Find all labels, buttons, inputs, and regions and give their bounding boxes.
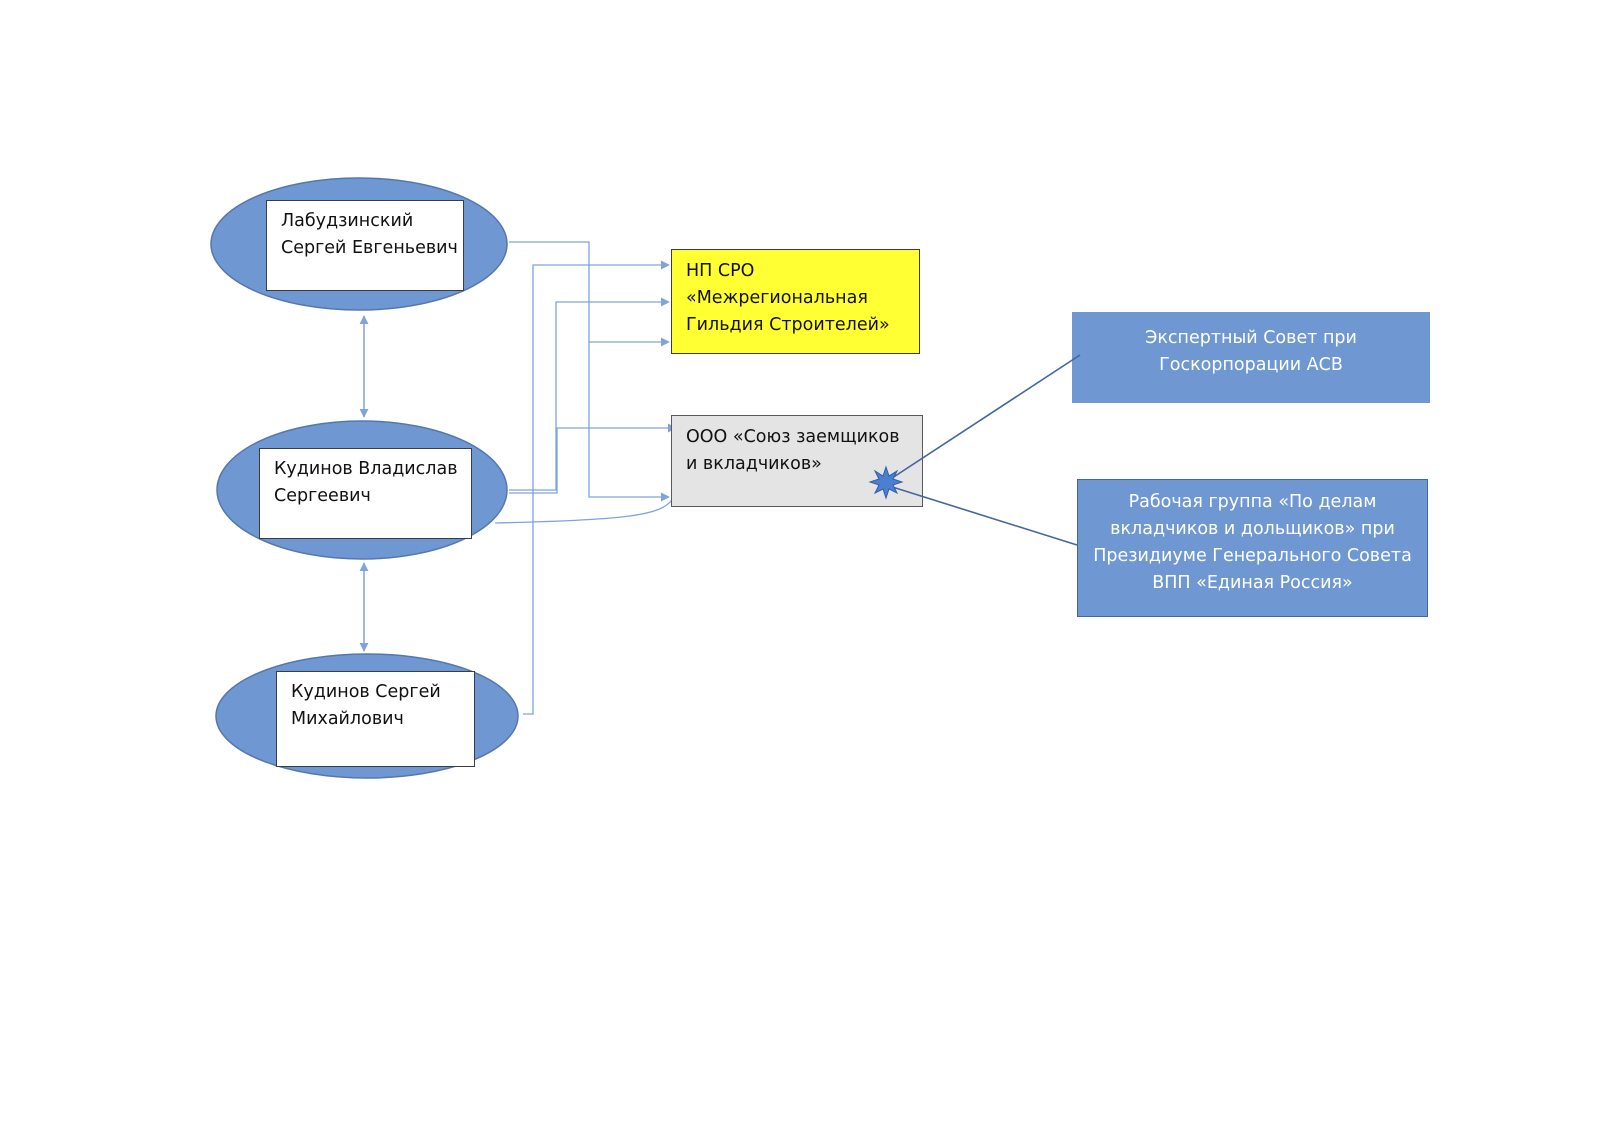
- council-expert-line1: Экспертный Совет при: [1145, 328, 1357, 348]
- person-kudinov-s-line1: Кудинов Сергей: [291, 682, 441, 702]
- org-np-sro-line1: НП СРО: [686, 261, 755, 281]
- council-working-group: Рабочая группа «По делам вкладчиков и до…: [1077, 479, 1428, 617]
- person-labudzinsky-line2: Сергей Евгеньевич: [281, 238, 458, 258]
- council-working-group-line2: вкладчиков и дольщиков» при: [1110, 519, 1395, 539]
- person-kudinov-v-line1: Кудинов Владислав: [274, 459, 458, 479]
- council-working-group-line3: Президиуме Генерального Совета: [1093, 546, 1412, 566]
- org-ooo-soyuz: ООО «Союз заемщиков и вкладчиков»: [671, 415, 923, 507]
- org-np-sro: НП СРО «Межрегиональная Гильдия Строител…: [671, 249, 920, 354]
- person-kudinov-s-line2: Михайлович: [291, 709, 404, 729]
- council-working-group-line4: ВПП «Единая Россия»: [1152, 573, 1353, 593]
- council-working-group-line1: Рабочая группа «По делам: [1128, 492, 1377, 512]
- person-labudzinsky: Лабудзинский Сергей Евгеньевич: [266, 200, 464, 291]
- connector-labudzinsky-to-sro: [509, 241, 670, 347]
- council-expert: Экспертный Совет при Госкорпорации АСВ: [1072, 312, 1430, 403]
- org-ooo-soyuz-line2: и вкладчиков»: [686, 454, 822, 474]
- person-kudinov-v: Кудинов Владислав Сергеевич: [259, 448, 472, 539]
- person-kudinov-v-line2: Сергеевич: [274, 486, 371, 506]
- org-np-sro-line3: Гильдия Строителей»: [686, 315, 890, 335]
- council-expert-line2: Госкорпорации АСВ: [1159, 355, 1343, 375]
- connector-kudinov-s-to-sro: [523, 260, 670, 715]
- org-ooo-soyuz-line1: ООО «Союз заемщиков: [686, 427, 900, 447]
- person-kudinov-s: Кудинов Сергей Михайлович: [276, 671, 475, 767]
- org-np-sro-line2: «Межрегиональная: [686, 288, 868, 308]
- person-labudzinsky-line1: Лабудзинский: [281, 211, 414, 231]
- connector-labudzinsky-to-ooo: [588, 342, 670, 502]
- connector-kudinov-v-to-ooo: [509, 423, 677, 494]
